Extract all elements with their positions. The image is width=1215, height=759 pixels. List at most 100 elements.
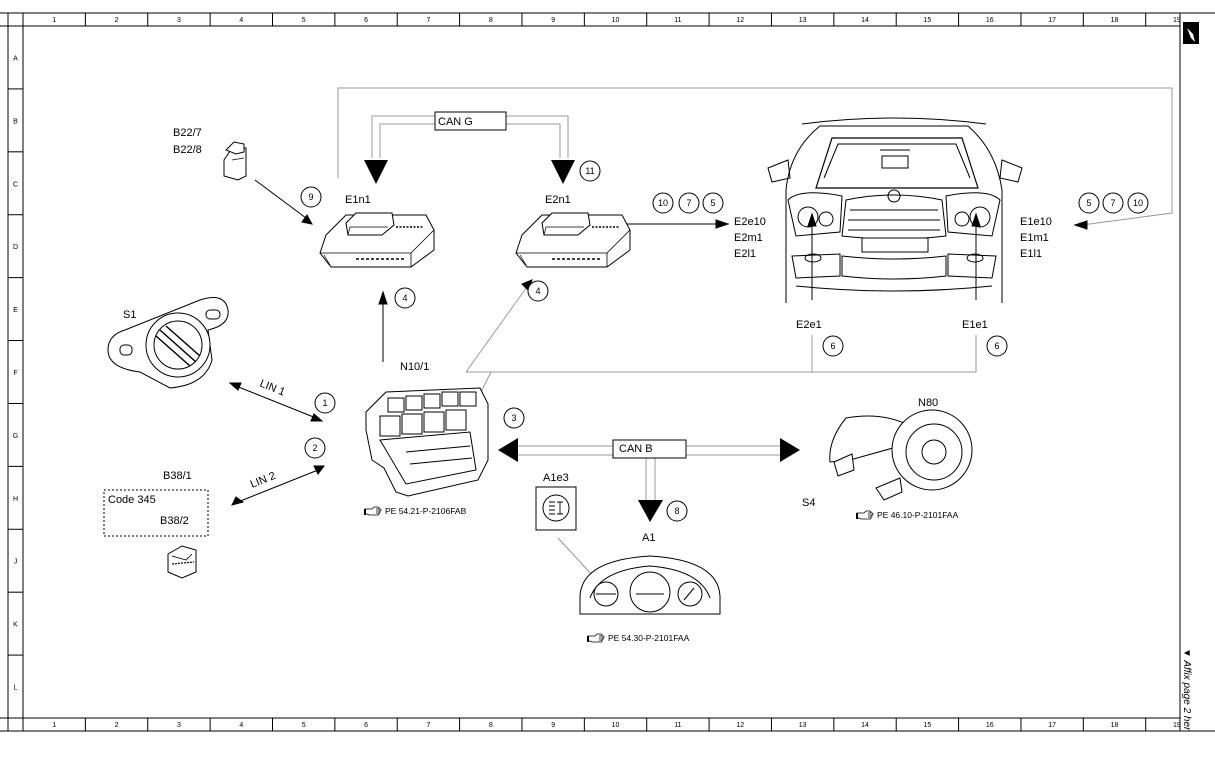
column-tick-label: 3 [177,722,181,729]
column-tick-label: 9 [551,17,555,24]
column-tick-label: 15 [923,722,931,729]
a1e3-indicator [535,486,577,531]
ref-a1-text: PE 54.30-P-2101FAA [608,633,690,643]
column-tick-label: 11 [674,17,681,24]
column-tick-label: 17 [1048,722,1056,729]
row-tick-label: A [13,55,18,62]
headlamp-component-label: E2m1 [734,232,763,244]
column-tick-label: 3 [177,17,181,24]
column-tick-label: 15 [923,17,931,24]
reference-circle-number: 7 [686,198,691,208]
n10-label: N10/1 [400,361,429,373]
e2e1-label: E2e1 [796,319,822,331]
reference-circle-number: 7 [1110,198,1115,208]
reference-circle [304,437,326,459]
column-tick-label: 17 [1048,17,1056,24]
reference-circle [1127,192,1149,214]
column-tick-label: 13 [799,17,807,24]
pointing-hand-icon [587,633,605,643]
a1-instrument-cluster [579,555,721,615]
e1e1-label: E1e1 [962,319,988,331]
column-tick-label: 6 [364,722,368,729]
column-tick-label: 18 [1111,722,1119,729]
headlamp-component-label: E1m1 [1020,232,1049,244]
s1-label: S1 [123,309,136,321]
a1e3-label: A1e3 [543,472,569,484]
column-tick-label: 5 [302,17,306,24]
headlamp-component-label: E1e10 [1020,216,1052,228]
ref-n80: PE 46.10-P-2101FAA [856,510,959,520]
reference-circle-number: 2 [312,443,317,453]
column-tick-label: 7 [426,17,430,24]
row-tick-label: D [13,244,18,251]
column-tick-label: 16 [986,722,994,729]
a1-label: A1 [642,532,655,544]
s4-label: S4 [802,497,815,509]
column-tick-label: 1 [52,722,56,729]
reference-circle [1078,192,1100,214]
lin1-label: LIN 1 [258,378,287,399]
reference-circle [822,335,844,357]
reference-circle [527,280,549,302]
column-tick-label: 9 [551,722,555,729]
e2n1-label: E2n1 [545,194,571,206]
column-tick-label: 12 [736,722,744,729]
column-tick-label: 10 [612,722,620,729]
reference-circle-number: 6 [830,341,835,351]
row-tick-label: G [13,433,18,440]
column-tick-label: 10 [612,17,620,24]
b38-2-label: B38/2 [160,515,189,527]
vehicle-front-view [767,117,1023,303]
row-tick-label: H [13,496,18,503]
reference-circle [314,392,336,414]
column-tick-label: 11 [674,722,681,729]
s1-ignition-switch [107,297,229,389]
row-tick-label: J [14,559,18,566]
n10-sam-module [365,387,489,497]
ref-n80-text: PE 46.10-P-2101FAA [877,510,959,520]
row-tick-label: B [13,118,18,125]
signal-lines-grey [337,87,1173,591]
pointing-hand-icon [364,506,382,516]
column-tick-label: 4 [239,17,243,24]
column-tick-label: 8 [489,17,493,24]
b38-rain-light-sensor [103,489,209,579]
reference-circle-number: 1 [322,398,327,408]
column-tick-label: 14 [861,722,869,729]
signal-arrows [228,179,1088,506]
row-tick-label: E [13,307,18,314]
reference-circle-number: 8 [674,506,679,516]
can-b-label: CAN B [619,443,653,455]
reference-circle-number: 4 [535,286,540,296]
reference-circle-number: 6 [994,341,999,351]
row-tick-label: C [13,181,18,188]
ref-a1: PE 54.30-P-2101FAA [587,633,690,643]
reference-circle-number: 11 [585,166,594,176]
reference-circle [579,160,601,182]
reference-circle [678,192,700,214]
ref-n10: PE 54.21-P-2106FAB [364,506,467,516]
reference-circle [300,186,322,208]
row-tick-label: F [13,370,17,377]
can-b-bus: CAN B [498,438,800,522]
reference-circle-number: 10 [1133,198,1143,208]
b38-1-label: B38/1 [163,470,192,482]
headlamp-component-label: E2l1 [734,248,756,260]
column-tick-label: 5 [302,722,306,729]
pointing-hand-icon [856,510,874,520]
headlamp-component-label: E1l1 [1020,248,1042,260]
column-tick-label: 16 [986,17,994,24]
can-g-bus: CAN G [364,111,575,184]
column-tick-label: 19 [1173,17,1181,24]
column-tick-label: 8 [489,722,493,729]
column-tick-label: 2 [115,722,119,729]
page-corner-icon [1183,22,1199,44]
column-tick-label: 6 [364,17,368,24]
